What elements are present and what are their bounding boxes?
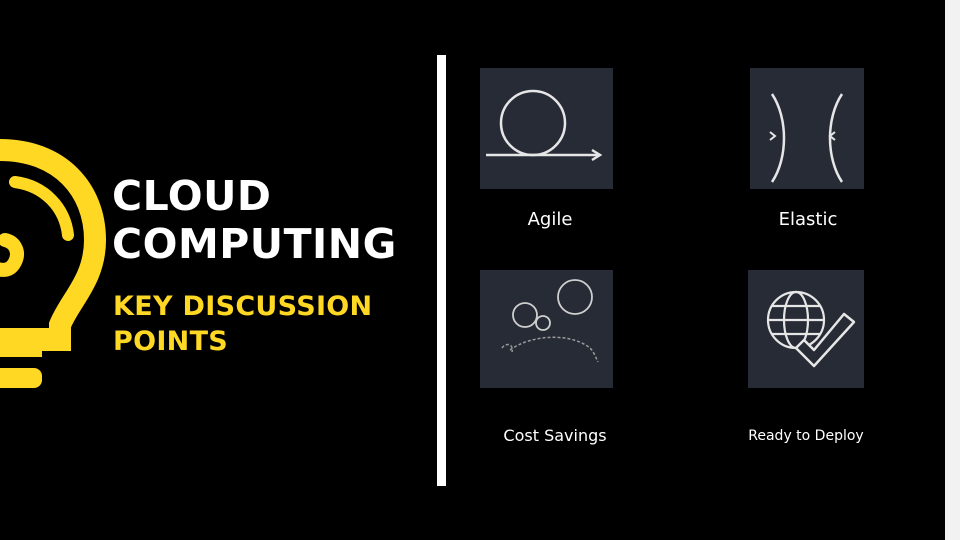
title-line-2: COMPUTING [112, 220, 397, 268]
tile-label-ready-to-deploy: Ready to Deploy [748, 428, 864, 444]
subtitle-line-1: KEY DISCUSSION [113, 291, 373, 322]
tile-cost-savings [480, 270, 613, 388]
tile-elastic [750, 68, 864, 189]
tile-label-agile: Agile [527, 209, 573, 230]
coins-piggy-icon [501, 279, 599, 363]
globe-check-icon [766, 290, 856, 368]
lightbulb-icon [0, 130, 110, 410]
page-title: CLOUD COMPUTING [112, 172, 397, 268]
loop-arrow-icon [486, 89, 603, 162]
tile-label-cost-savings: Cost Savings [503, 426, 607, 445]
elastic-curves-icon [769, 93, 844, 183]
page-subtitle: KEY DISCUSSION POINTS [113, 289, 372, 359]
tile-agile [480, 68, 613, 189]
vertical-divider [437, 55, 446, 486]
title-line-1: CLOUD [112, 172, 272, 220]
subtitle-line-2: POINTS [113, 326, 229, 357]
tile-label-elastic: Elastic [778, 209, 838, 230]
tile-ready-to-deploy [748, 270, 864, 388]
right-edge-strip [945, 0, 960, 540]
